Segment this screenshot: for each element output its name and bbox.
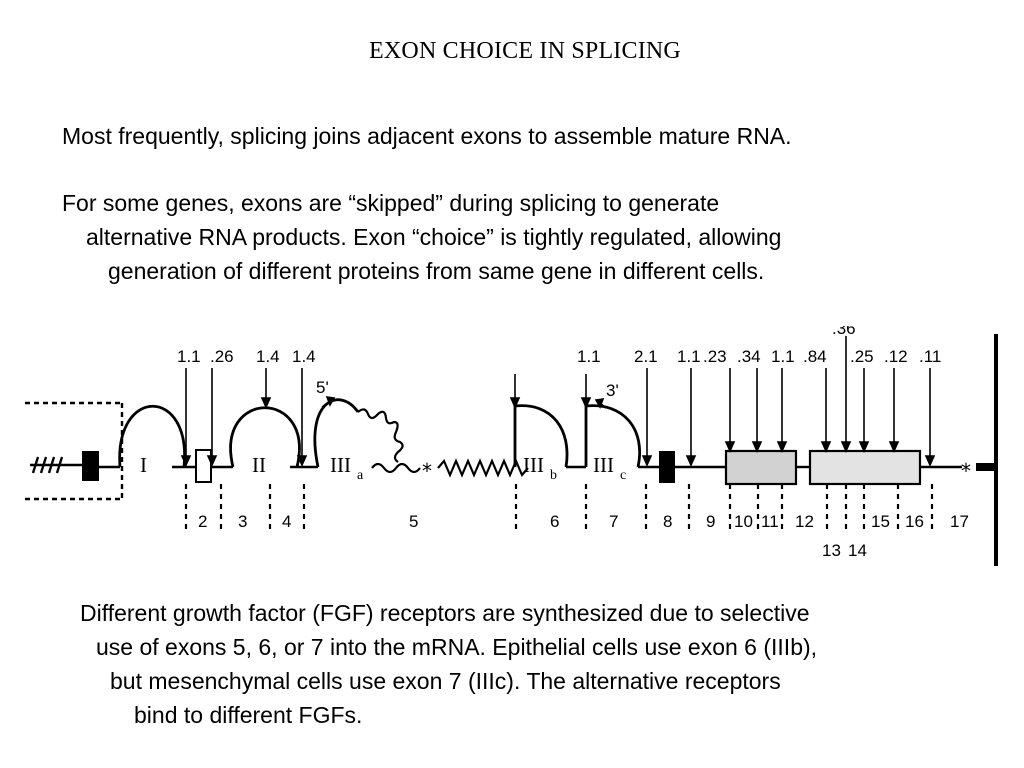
paragraph-line: but mesenchymal cells use exon 7 (IIIc).… xyxy=(110,668,781,694)
top-labels: 1.1 .26 1.4 1.4 1.1 2.1 1.1 .23 .34 1.1 … xyxy=(177,326,941,366)
exon-number: 13 xyxy=(822,541,841,560)
loop-label-iiic-sub: c xyxy=(620,468,626,483)
loop-label-iiia-sub: a xyxy=(357,468,364,483)
exon-block-2 xyxy=(195,449,212,483)
paragraph-adjacent-exons: Most frequently, splicing joins adjacent… xyxy=(62,123,792,149)
top-label: .25 xyxy=(850,347,874,366)
paragraph-line: alternative RNA products. Exon “choice” … xyxy=(86,224,782,250)
paragraph-line: use of exons 5, 6, or 7 into the mRNA. E… xyxy=(96,634,818,660)
exon-number: 14 xyxy=(848,541,867,560)
direction-labels: 5' 3' xyxy=(316,378,619,400)
top-label: 1.1 xyxy=(177,347,201,366)
figure-edge-bar xyxy=(994,334,998,566)
loop-ii xyxy=(229,406,301,468)
splice-site-arrows xyxy=(180,336,936,467)
exon-number: 7 xyxy=(609,512,618,531)
zigzag-intron-5 xyxy=(437,458,529,478)
top-label: .26 xyxy=(210,347,234,366)
exon-number: 15 xyxy=(871,512,890,531)
exon-block-8 xyxy=(659,451,675,483)
slide-title: EXON CHOICE IN SPLICING xyxy=(369,38,681,64)
loop-label-i: I xyxy=(140,453,147,477)
five-prime-label: 5' xyxy=(316,378,329,397)
top-label: 1.1 xyxy=(577,347,601,366)
paragraph-line: bind to different FGFs. xyxy=(134,702,363,728)
exon-number: 4 xyxy=(282,512,291,531)
paragraph-fgf-receptors: Different growth factor (FGF) receptors … xyxy=(80,596,817,732)
top-label: 1.4 xyxy=(292,347,316,366)
loop-labels: I II III a III b III c xyxy=(140,453,626,483)
fgf-receptor-exon-diagram: * * xyxy=(25,326,998,566)
top-label: 1.1 xyxy=(771,347,795,366)
loop-label-ii: II xyxy=(252,453,266,477)
paragraph-line: Different growth factor (FGF) receptors … xyxy=(80,600,810,626)
top-label: .11 xyxy=(919,347,941,366)
loop-label-iiic: III xyxy=(593,453,614,477)
top-label: .23 xyxy=(703,347,727,366)
paragraph-line: generation of different proteins from sa… xyxy=(108,258,765,284)
dotted-bracket xyxy=(25,401,124,501)
loop-i xyxy=(118,404,186,468)
top-label: 1.1 xyxy=(677,347,701,366)
exon-box-13-16 xyxy=(808,449,922,486)
left-hatch-marks xyxy=(30,456,64,474)
exon-number: 9 xyxy=(706,512,715,531)
exon-number: 2 xyxy=(198,512,207,531)
loop-label-iiib-sub: b xyxy=(550,468,557,483)
exon-number: 8 xyxy=(663,512,672,531)
exon-number: 6 xyxy=(550,512,559,531)
exon-number: 16 xyxy=(905,512,924,531)
exon-block-17 xyxy=(976,463,994,471)
splice-star: * xyxy=(422,459,432,483)
wavy-intron-iiia xyxy=(357,408,404,463)
top-label: 2.1 xyxy=(634,347,658,366)
exon-number: 11 xyxy=(761,512,779,531)
loop-iiib xyxy=(514,404,569,468)
top-label: .36 xyxy=(832,326,856,338)
three-prime-label: 3' xyxy=(606,381,619,400)
wavy-intron-5 xyxy=(371,462,421,474)
exon-block-1 xyxy=(82,451,99,481)
exon-dividers xyxy=(184,484,934,534)
exon-number: 12 xyxy=(795,512,814,531)
exon-number: 17 xyxy=(950,512,969,531)
paragraph-line: For some genes, exons are “skipped” duri… xyxy=(62,190,720,216)
exon-number: 3 xyxy=(238,512,247,531)
exon-box-10-11 xyxy=(724,449,798,486)
top-label: .34 xyxy=(737,347,761,366)
exon-numbers: 2 3 4 5 6 7 8 9 10 11 12 13 14 15 16 17 xyxy=(198,512,969,560)
loop-label-iiib: III xyxy=(523,453,544,477)
top-label: .84 xyxy=(803,347,827,366)
top-label: .12 xyxy=(884,347,908,366)
exon-number: 5 xyxy=(409,512,418,531)
direction-arrows xyxy=(321,396,607,409)
stop-star: * xyxy=(961,459,971,483)
loop-iiic xyxy=(585,404,641,468)
loop-label-iiia: III xyxy=(330,453,351,477)
exon-number: 10 xyxy=(734,512,753,531)
top-label: 1.4 xyxy=(256,347,280,366)
paragraph-exon-skipping: For some genes, exons are “skipped” duri… xyxy=(62,186,781,288)
